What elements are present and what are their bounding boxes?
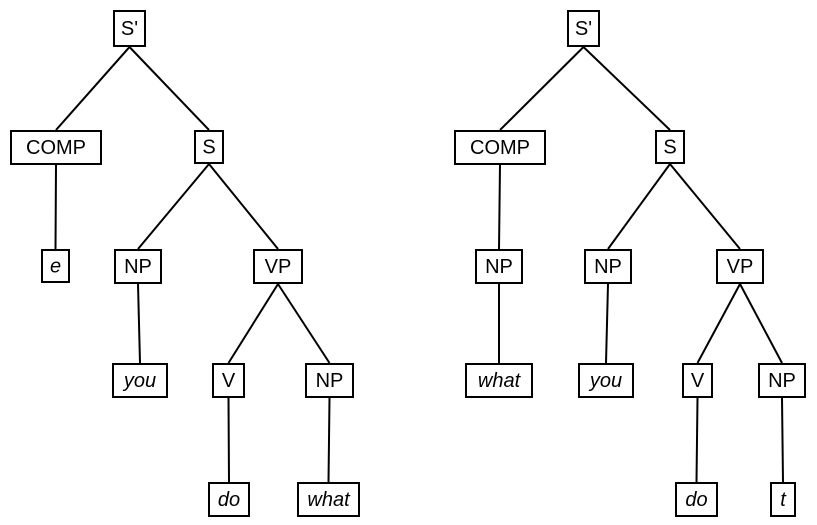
node-label-R-V: V	[691, 370, 705, 392]
tree-node-R-t[interactable]: t	[770, 482, 796, 517]
node-label-L-e: e	[50, 255, 61, 277]
node-box-R-NP0	[475, 249, 523, 284]
node-box-R-do	[675, 482, 718, 517]
node-label-L-S: S	[202, 136, 215, 158]
node-box-R-Sbar	[567, 10, 600, 47]
node-label-R-NP2: NP	[768, 370, 796, 392]
node-box-L-NP2	[305, 363, 354, 398]
tree-node-L-what[interactable]: what	[297, 482, 360, 517]
tree-edge-R-Sbar-to-R-COMP	[499, 46, 585, 131]
tree-edge-R-NP2-to-R-t	[781, 397, 784, 483]
tree-edge-L-S-to-L-NP1	[137, 163, 210, 250]
node-label-L-NP1: NP	[124, 256, 152, 278]
node-box-L-S	[194, 130, 224, 164]
tree-node-R-Sbar[interactable]: S'	[567, 10, 600, 47]
node-label-R-t: t	[780, 489, 787, 511]
wh-movement-tree-edges	[498, 46, 784, 483]
edges-layer	[54, 46, 784, 483]
tree-node-L-NP2[interactable]: NP	[305, 363, 354, 398]
tree-node-R-V[interactable]: V	[682, 363, 713, 398]
tree-node-L-Sbar[interactable]: S'	[113, 10, 146, 47]
node-label-L-you: you	[122, 370, 156, 392]
echo-question-tree-edges	[54, 46, 331, 483]
node-box-R-VP	[716, 249, 764, 284]
node-box-R-V	[682, 363, 713, 398]
node-label-R-VP: VP	[727, 256, 754, 278]
tree-node-R-S[interactable]: S	[655, 130, 685, 164]
tree-node-L-you[interactable]: you	[112, 363, 168, 398]
node-box-R-t	[770, 482, 796, 517]
node-box-R-COMP	[454, 130, 546, 165]
node-label-R-S: S	[663, 136, 676, 158]
tree-edge-R-VP-to-R-NP2	[739, 283, 783, 364]
tree-node-L-do[interactable]: do	[208, 482, 250, 517]
tree-node-L-e[interactable]: e	[41, 249, 70, 283]
wh-movement-tree-nodes: S' COMP S NP NP VP what you V NP do t	[454, 10, 806, 517]
node-label-R-what: what	[478, 370, 522, 392]
node-box-L-COMP	[10, 130, 102, 165]
tree-edge-L-COMP-to-L-e	[54, 164, 57, 250]
tree-node-R-VP[interactable]: VP	[716, 249, 764, 284]
tree-node-L-V[interactable]: V	[212, 363, 245, 398]
tree-node-R-NP0[interactable]: NP	[475, 249, 523, 284]
tree-node-R-NP2[interactable]: NP	[758, 363, 806, 398]
tree-edge-L-NP2-to-L-what	[327, 397, 331, 483]
tree-edge-R-NP1-to-R-you	[605, 283, 609, 364]
node-label-L-V: V	[222, 370, 236, 392]
node-label-L-NP2: NP	[316, 370, 344, 392]
node-box-L-Sbar	[113, 10, 146, 47]
tree-node-L-COMP[interactable]: COMP	[10, 130, 102, 165]
tree-edge-L-S-to-L-VP	[208, 163, 279, 250]
tree-edge-R-VP-to-R-V	[696, 283, 741, 364]
tree-node-L-S[interactable]: S	[194, 130, 224, 164]
node-box-L-what	[297, 482, 360, 517]
node-label-L-COMP: COMP	[26, 137, 86, 159]
tree-edge-R-COMP-to-R-NP0	[498, 164, 501, 250]
node-label-R-COMP: COMP	[470, 137, 530, 159]
node-box-R-what	[465, 363, 533, 398]
node-box-R-NP1	[584, 249, 632, 284]
tree-edge-L-Sbar-to-L-S	[128, 46, 210, 131]
tree-node-R-do[interactable]: do	[675, 482, 718, 517]
tree-edge-L-VP-to-L-NP2	[277, 283, 331, 364]
tree-edge-R-V-to-R-do	[695, 397, 699, 483]
tree-node-L-VP[interactable]: VP	[253, 249, 303, 284]
node-box-R-you	[578, 363, 634, 398]
tree-edge-R-S-to-R-NP1	[607, 163, 671, 250]
node-label-L-do: do	[218, 489, 240, 511]
node-label-R-do: do	[685, 489, 707, 511]
tree-edge-L-NP1-to-L-you	[137, 283, 141, 364]
node-box-R-NP2	[758, 363, 806, 398]
tree-edge-L-Sbar-to-L-COMP	[55, 46, 131, 131]
tree-edge-R-Sbar-to-R-S	[582, 46, 671, 131]
node-box-L-V	[212, 363, 245, 398]
tree-node-R-NP1[interactable]: NP	[584, 249, 632, 284]
tree-edge-L-V-to-L-do	[227, 397, 230, 483]
node-box-R-S	[655, 130, 685, 164]
node-label-R-NP1: NP	[594, 256, 622, 278]
tree-node-R-what[interactable]: what	[465, 363, 533, 398]
node-label-R-you: you	[588, 370, 622, 392]
node-box-L-you	[112, 363, 168, 398]
node-box-L-do	[208, 482, 250, 517]
tree-edge-L-VP-to-L-V	[227, 283, 279, 364]
node-box-L-NP1	[114, 249, 162, 284]
tree-node-L-NP1[interactable]: NP	[114, 249, 162, 284]
node-label-R-NP0: NP	[485, 256, 513, 278]
node-label-L-what: what	[307, 489, 351, 511]
node-label-L-VP: VP	[265, 256, 292, 278]
node-box-L-e	[41, 249, 70, 283]
tree-node-R-COMP[interactable]: COMP	[454, 130, 546, 165]
tree-node-R-you[interactable]: you	[578, 363, 634, 398]
node-box-L-VP	[253, 249, 303, 284]
node-label-R-Sbar: S'	[575, 18, 592, 40]
tree-edge-R-S-to-R-VP	[669, 163, 741, 250]
node-label-L-Sbar: S'	[121, 18, 138, 40]
